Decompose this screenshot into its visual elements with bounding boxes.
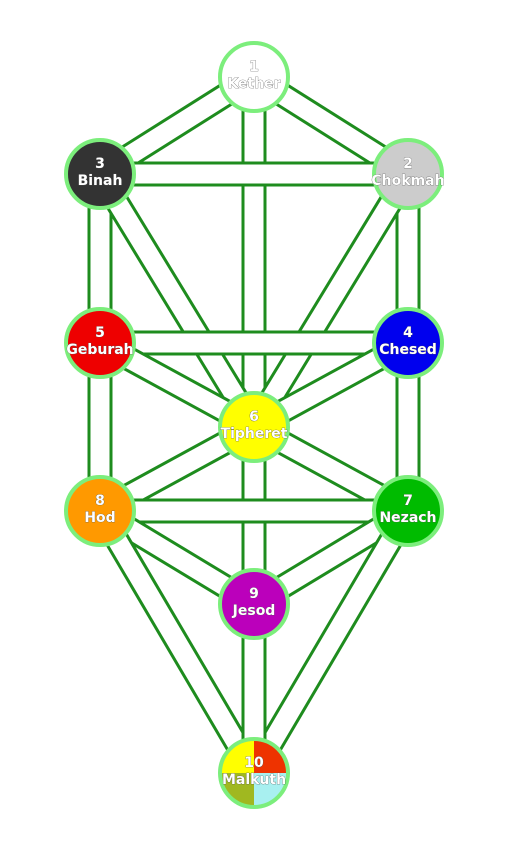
malkuth-circle xyxy=(218,737,290,809)
malkuth-quadrant-top-right xyxy=(254,739,288,773)
chesed-circle xyxy=(372,307,444,379)
chesed-label: Chesed xyxy=(379,342,437,358)
sephira-geburah: 5 Geburah xyxy=(64,307,136,379)
sephira-nezach: 7 Nezach xyxy=(372,475,444,547)
malkuth-number: 10 xyxy=(244,755,264,771)
nezach-number: 7 xyxy=(403,493,413,509)
sephira-chesed: 4 Chesed xyxy=(372,307,444,379)
chokmah-circle xyxy=(372,138,444,210)
binah-number: 3 xyxy=(95,156,105,172)
sephira-kether: 1 Kether xyxy=(218,41,290,113)
nezach-label: Nezach xyxy=(379,510,436,526)
hod-number: 8 xyxy=(95,493,105,509)
sephira-malkuth: 10 Malkuth xyxy=(218,737,290,809)
path-chokmah-tipheret-fill xyxy=(245,169,417,432)
sephira-jesod: 9 Jesod xyxy=(218,568,290,640)
malkuth-label: Malkuth xyxy=(222,772,286,788)
malkuth-quadrant-top-left xyxy=(220,739,254,773)
chesed-number: 4 xyxy=(403,325,413,341)
geburah-label: Geburah xyxy=(66,342,133,358)
hod-label: Hod xyxy=(84,510,115,526)
tipheret-number: 6 xyxy=(249,409,259,425)
sephira-binah: 3 Binah xyxy=(64,138,136,210)
nezach-circle xyxy=(372,475,444,547)
malkuth-quadrant-bottom-right xyxy=(254,773,288,807)
sephira-chokmah: 2 Chokmah xyxy=(371,138,445,210)
sephira-tipheret: 6 Tipheret xyxy=(218,391,290,463)
binah-circle xyxy=(64,138,136,210)
geburah-number: 5 xyxy=(95,325,105,341)
tipheret-circle xyxy=(218,391,290,463)
kether-label: Kether xyxy=(227,76,280,92)
kether-circle xyxy=(218,41,290,113)
jesod-label: Jesod xyxy=(232,603,276,619)
path-hod-malkuth-fill xyxy=(91,506,263,778)
path-nezach-malkuth-fill xyxy=(245,506,417,778)
malkuth-quadrant-bottom-left xyxy=(220,773,254,807)
binah-label: Binah xyxy=(78,173,123,189)
jesod-number: 9 xyxy=(249,586,259,602)
geburah-circle xyxy=(64,307,136,379)
chokmah-number: 2 xyxy=(403,156,413,172)
hod-circle xyxy=(64,475,136,547)
kether-number: 1 xyxy=(249,59,259,75)
chokmah-label: Chokmah xyxy=(371,173,444,189)
tipheret-label: Tipheret xyxy=(221,426,288,442)
sephira-hod: 8 Hod xyxy=(64,475,136,547)
path-binah-tipheret-fill xyxy=(91,169,263,432)
jesod-circle xyxy=(218,568,290,640)
